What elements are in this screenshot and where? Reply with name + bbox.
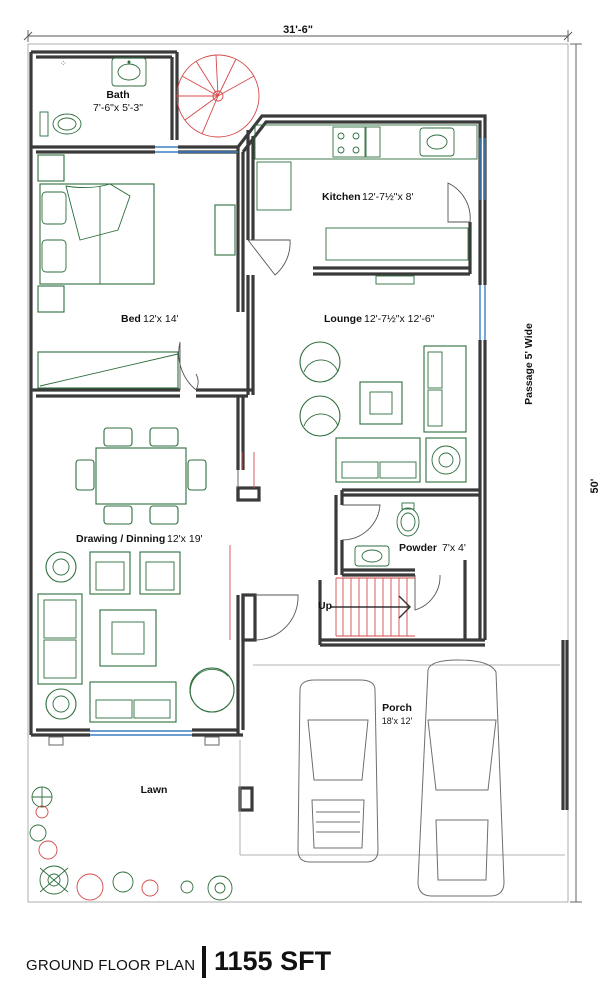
powder-fixtures: [354, 502, 420, 567]
bed-size: 12'x 14': [143, 313, 179, 325]
bed-name: Bed: [121, 313, 141, 325]
drawing-furniture: [37, 551, 235, 723]
car-right: [417, 659, 505, 897]
depth-label: 50': [589, 478, 601, 493]
depth-dimension: 50': [570, 43, 601, 903]
porch-name: Porch: [382, 702, 412, 714]
kitchen-name: Kitchen: [322, 191, 361, 203]
drawing-size: 12'x 19': [167, 533, 203, 545]
drawing-name: Drawing / Dinning: [76, 533, 165, 545]
width-dimension: 31'-6": [23, 24, 573, 42]
walls: [29, 50, 569, 856]
bed-furniture: [37, 154, 236, 389]
bath-size: 7'-6"x 5'-3": [93, 102, 143, 114]
bath-name: Bath: [106, 89, 129, 101]
kitchen-size: 12'-7½"x 8': [362, 191, 414, 203]
lounge-furniture: [299, 341, 467, 483]
garden-plants: [29, 786, 233, 901]
doors: [178, 182, 471, 641]
plan-area: 1155 SFT: [214, 946, 332, 976]
spiral-staircase: [176, 54, 260, 138]
windows: [90, 138, 486, 736]
lounge-name: Lounge: [324, 313, 362, 325]
title-divider: [202, 946, 206, 978]
staircase: [229, 452, 415, 640]
dining-furniture: [75, 427, 207, 525]
width-label: 31'-6": [283, 24, 313, 36]
kitchen-fixtures: [254, 124, 478, 285]
lounge-size: 12'-7½"x 12'-6": [364, 313, 435, 325]
lawn-name: Lawn: [141, 784, 168, 796]
porch-size: 18'x 12': [382, 716, 413, 726]
car-left: [297, 679, 379, 863]
svg-text:⁘: ⁘: [60, 59, 67, 68]
plan-title: GROUND FLOOR PLAN: [26, 957, 196, 974]
stair-up-label: Up: [318, 600, 332, 612]
powder-size: 7'x 4': [442, 542, 466, 554]
powder-name: Powder: [399, 542, 437, 554]
bath-fixtures: ⁘: [39, 57, 147, 137]
plot-boundary: [27, 43, 569, 903]
passage-label: Passage 5' Wide: [523, 323, 535, 405]
